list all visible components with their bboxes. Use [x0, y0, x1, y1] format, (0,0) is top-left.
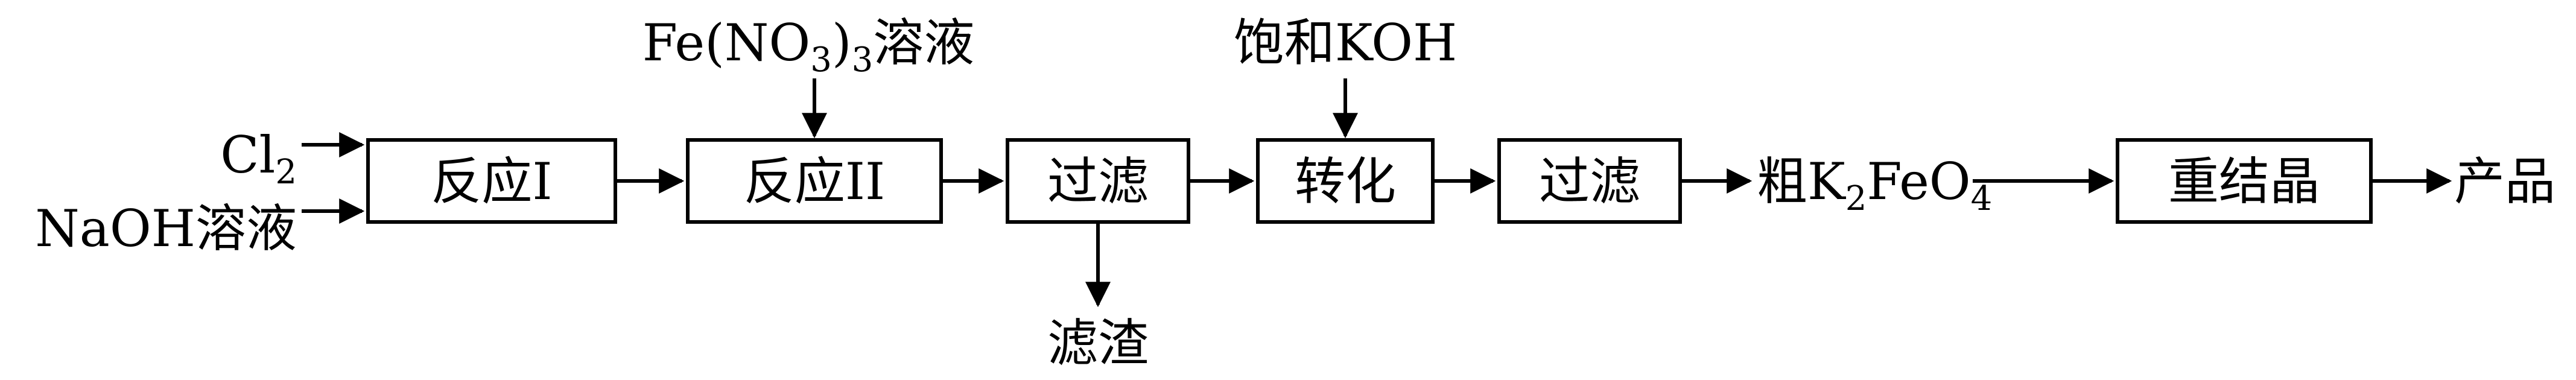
- input-fe-no3-label: Fe(NO3)3溶液: [642, 13, 975, 80]
- input-cl2-label: Cl2: [220, 125, 297, 192]
- box-reaction-1-label: 反应I: [431, 152, 552, 211]
- output-product-label: 产品: [2454, 152, 2555, 211]
- box-conversion-label: 转化: [1295, 152, 1396, 211]
- box-reaction-2-label: 反应II: [744, 152, 885, 211]
- input-naoh-label: NaOH溶液: [35, 199, 297, 258]
- crude-k2feo4-label: 粗K2FeO4: [1757, 152, 1992, 218]
- box-filter-2: [1497, 138, 1682, 224]
- output-residue-label: 滤渣: [1047, 314, 1149, 373]
- box-filter-1: [1006, 138, 1190, 224]
- box-reaction-2: [686, 138, 943, 224]
- input-koh-label: 饱和KOH: [1234, 13, 1458, 72]
- box-recrystallize: [2116, 138, 2373, 224]
- box-recrystallize-label: 重结晶: [2168, 152, 2320, 211]
- box-filter-1-label: 过滤: [1047, 152, 1149, 211]
- box-filter-2-label: 过滤: [1539, 152, 1640, 211]
